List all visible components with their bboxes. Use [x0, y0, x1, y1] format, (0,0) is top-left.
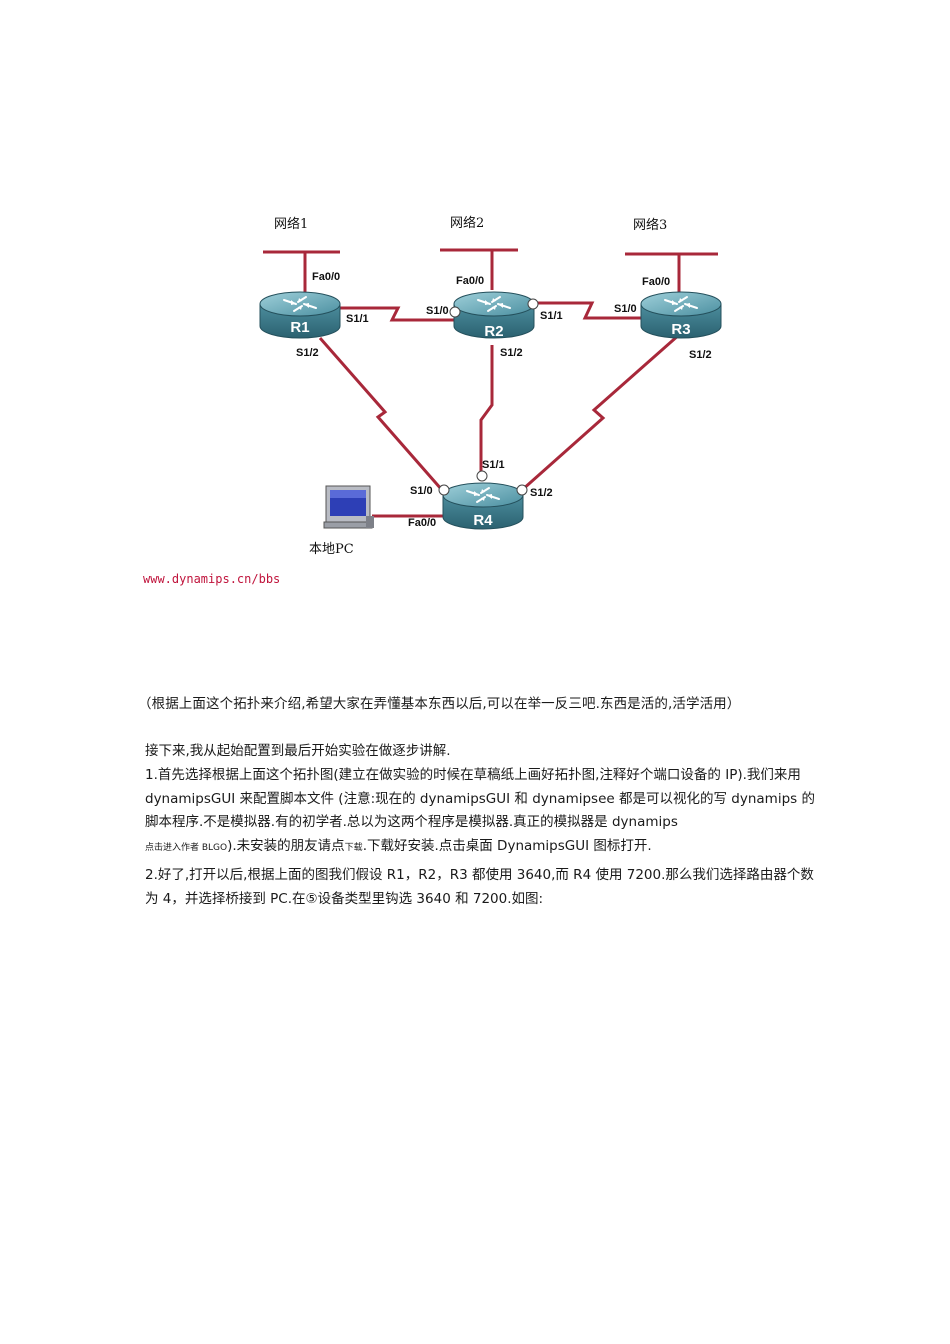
paragraph-intro: 接下来,我从起始配置到最后开始实验在做逐步讲解.: [145, 743, 451, 759]
step1-text-mid: ).未安装的朋友请点: [227, 837, 345, 854]
topology-svg: R1 R2 R3 R4 网络1 网络2 网络3 Fa0/0 S1/1 S1/2 …: [259, 215, 722, 557]
link-r1-r4: [318, 337, 444, 491]
link-r1-r2: [340, 306, 455, 322]
router-r1: R1: [259, 291, 341, 339]
link-r3-r4: [521, 332, 681, 492]
port-label: S1/0: [426, 305, 449, 317]
port-label: S1/2: [689, 349, 712, 361]
port-label: S1/1: [482, 459, 505, 471]
serial-links: [318, 301, 681, 518]
svg-text:R2: R2: [484, 323, 503, 340]
port-label: S1/0: [410, 485, 433, 497]
port-label: S1/2: [530, 487, 553, 499]
port-label: S1/1: [346, 313, 369, 325]
author-blog-link[interactable]: 点击进入作者 BLGO: [145, 842, 228, 853]
step1-text-end: .下载好安装.点击桌面 DynamipsGUI 图标打开.: [362, 837, 652, 854]
download-link[interactable]: 下载: [344, 842, 363, 853]
pc-label: 本地PC: [309, 542, 354, 557]
source-url[interactable]: www.dynamips.cn/bbs: [143, 572, 281, 586]
svg-text:R1: R1: [290, 319, 309, 336]
port-label: S1/0: [614, 303, 637, 315]
network-topology-diagram: R1 R2 R3 R4 网络1 网络2 网络3 Fa0/0 S1/1 S1/2 …: [0, 0, 950, 600]
router-r4: R4: [442, 482, 524, 530]
network1-label: 网络1: [274, 216, 308, 232]
paragraph-step1: 1.首先选择根据上面这个拓扑图(建立在做实验的时候在草稿纸上画好拓扑图,注释好个…: [145, 764, 815, 860]
svg-text:R3: R3: [671, 321, 690, 338]
port-label: Fa0/0: [312, 271, 340, 283]
computer-icon: [323, 485, 374, 529]
step1-text: 1.首先选择根据上面这个拓扑图(建立在做实验的时候在草稿纸上画好拓扑图,注释好个…: [145, 767, 815, 830]
figure-caption: （根据上面这个拓扑来介绍,希望大家在弄懂基本东西以后,可以在举一反三吧.东西是活…: [138, 696, 741, 712]
link-r2-r3: [534, 301, 645, 320]
port-label: S1/2: [500, 347, 523, 359]
port-label: S1/2: [296, 347, 319, 359]
interface-dots: [438, 298, 539, 496]
network-buses: [263, 248, 718, 294]
paragraph-step2: 2.好了,打开以后,根据上面的图我们假设 R1，R2，R3 都使用 3640,而…: [145, 867, 814, 907]
svg-text:R4: R4: [473, 512, 493, 529]
network3-label: 网络3: [633, 217, 667, 233]
router-r3: R3: [640, 291, 722, 339]
network2-label: 网络2: [450, 215, 484, 231]
link-r2-r4: [479, 345, 494, 480]
router-r2: R2: [453, 291, 535, 340]
port-label: Fa0/0: [456, 275, 484, 287]
port-label: Fa0/0: [642, 276, 670, 288]
port-label: S1/1: [540, 310, 563, 322]
port-label: Fa0/0: [408, 517, 436, 529]
